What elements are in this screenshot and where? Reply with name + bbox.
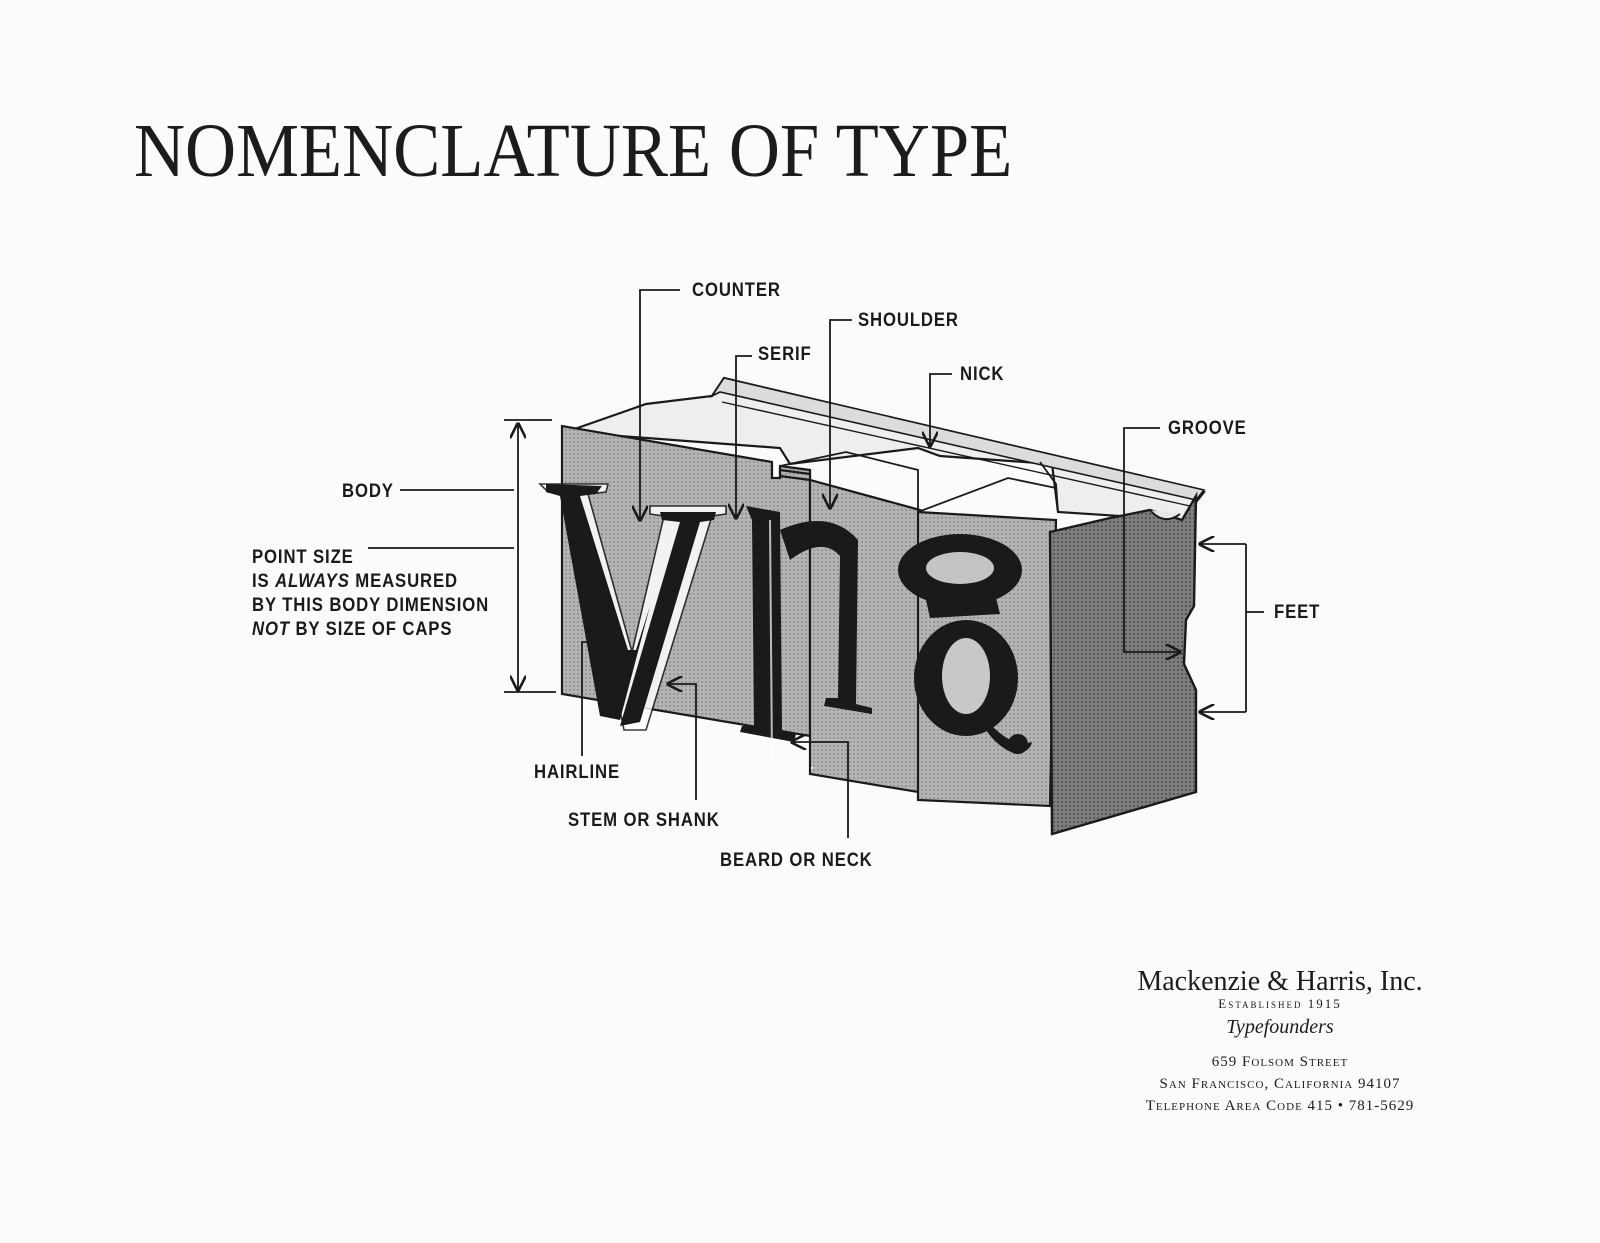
company-subtitle: Typefounders bbox=[1226, 1016, 1334, 1038]
label-beard-or-neck: BEARD OR NECK bbox=[720, 850, 873, 871]
letter-g-face bbox=[898, 534, 1032, 754]
point-size-note: POINT SIZE IS ALWAYS MEASURED BY THIS BO… bbox=[252, 546, 489, 642]
label-groove: GROOVE bbox=[1168, 418, 1247, 439]
label-body: BODY bbox=[342, 481, 394, 502]
label-counter: COUNTER bbox=[692, 280, 781, 301]
label-hairline: HAIRLINE bbox=[534, 762, 621, 783]
page-title: NOMENCLATURE OF TYPE bbox=[134, 109, 1013, 193]
company-phone: Telephone Area Code 415 • 781-5629 bbox=[1145, 1098, 1415, 1114]
label-shoulder: SHOULDER bbox=[858, 310, 959, 331]
type-side-face bbox=[1048, 491, 1198, 836]
leader-lines bbox=[368, 289, 1264, 838]
company-name: Mackenzie & Harris, Inc. bbox=[1137, 966, 1423, 997]
note-line-3: BY THIS BODY DIMENSION bbox=[252, 595, 490, 616]
label-serif: SERIF bbox=[758, 344, 812, 365]
note-line-2: IS ALWAYS MEASURED bbox=[252, 571, 458, 592]
letter-a-face bbox=[538, 483, 727, 731]
note-line-1: POINT SIZE bbox=[252, 547, 354, 568]
label-nick: NICK bbox=[960, 364, 1005, 385]
label-feet: FEET bbox=[1274, 602, 1321, 623]
note-line-4: NOT BY SIZE OF CAPS bbox=[252, 619, 453, 640]
company-address-street: 659 Folsom Street bbox=[1211, 1054, 1349, 1070]
company-established: Established 1915 bbox=[1218, 996, 1342, 1011]
label-stem-or-shank: STEM OR SHANK bbox=[568, 810, 720, 831]
company-address-city: San Francisco, California 94107 bbox=[1159, 1076, 1401, 1092]
company-imprint: Mackenzie & Harris, Inc. Established 191… bbox=[1110, 966, 1450, 1117]
